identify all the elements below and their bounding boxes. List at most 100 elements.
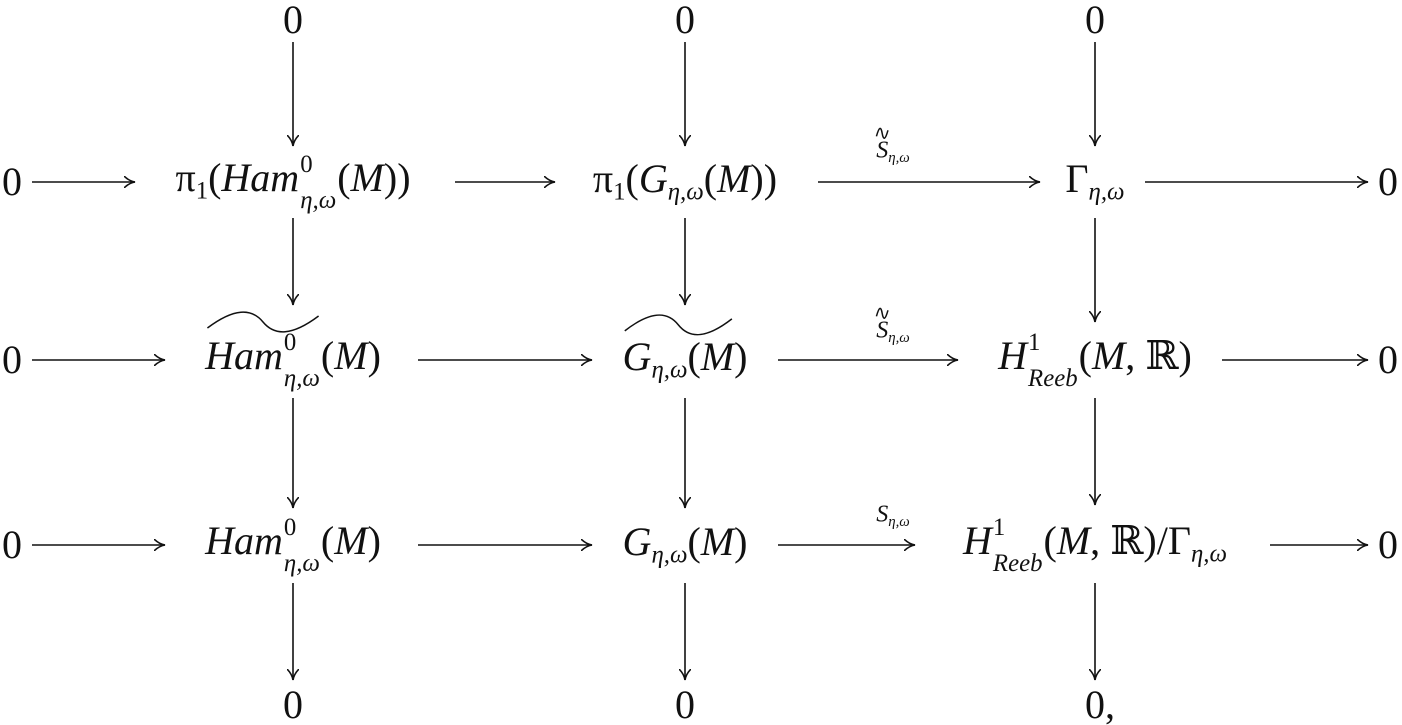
subscript: Reeb [1028, 365, 1078, 392]
subscript: η,ω [300, 187, 337, 214]
subscript: η,ω [888, 149, 910, 166]
math-text: ( [687, 518, 701, 564]
node-bottom-2: 0, [1085, 685, 1115, 725]
math-text: M [717, 155, 751, 201]
math-text: 0 [675, 682, 695, 725]
subscript: Reeb [992, 550, 1043, 577]
math-text: 0 [2, 337, 22, 382]
node-gamma: Γη,ω [1065, 155, 1125, 206]
math-text: 0 [1378, 159, 1398, 204]
math-text: ( [337, 155, 351, 201]
math-text: Ham [221, 155, 300, 201]
node-r3-left-zero: 0 [2, 525, 22, 565]
subscript: η,ω [667, 178, 704, 206]
math-text: )) [750, 155, 778, 201]
superscript: 0 [283, 328, 297, 356]
math-text: G [622, 333, 652, 379]
math-text: ) [734, 333, 748, 379]
arrow-label-s-r3: Sη,ω [876, 502, 910, 529]
subscript: η,ω [651, 356, 688, 384]
math-text: M [334, 333, 368, 379]
math-text: M [700, 333, 735, 379]
subscript: η,ω [1190, 540, 1227, 568]
math-text: ( [208, 155, 222, 201]
node-r2-left-zero: 0 [2, 340, 22, 380]
math-text: ( [320, 518, 335, 564]
subscript: η,ω [1088, 178, 1125, 206]
math-text: Ham [205, 518, 283, 564]
math-text: ) [367, 518, 381, 564]
subscript: η,ω [283, 550, 320, 577]
math-text: 0 [1378, 522, 1398, 567]
wide-tilde-accent [205, 312, 321, 332]
sup-sub-script: 0 η,ω [284, 329, 320, 391]
node-bottom-0: 0 [283, 685, 303, 725]
wide-tilde-group: S [876, 318, 888, 342]
subscript: η,ω [651, 541, 688, 569]
node-g-tilde: Gη,ω(M) [622, 333, 748, 384]
math-text: M [700, 518, 735, 564]
math-text: 0 [283, 682, 303, 725]
math-text: ( [703, 155, 718, 201]
math-text: S [876, 317, 889, 344]
math-text: 0 [1085, 0, 1105, 42]
subscript: η,ω [888, 329, 910, 346]
math-text: H [963, 518, 992, 564]
math-text: 0 [1378, 337, 1398, 382]
math-text: Ham [205, 333, 283, 379]
math-text: ( [625, 155, 639, 201]
math-text: S [876, 501, 889, 528]
math-text: 0, [1085, 682, 1115, 725]
wide-tilde-accent [876, 308, 888, 318]
math-text: H [998, 333, 1028, 379]
math-text: 0 [283, 0, 303, 42]
node-r1-right-zero: 0 [1378, 162, 1398, 202]
superscript: 1 [1028, 328, 1041, 356]
wide-tilde-group: S [876, 138, 888, 162]
math-text: ( [687, 333, 701, 379]
math-text: M [1056, 518, 1091, 564]
math-text: ( [1043, 518, 1057, 564]
node-pi1-g: π1(Gη,ω(M)) [592, 155, 778, 206]
superscript: 1 [992, 513, 1006, 541]
math-text: π [175, 155, 196, 201]
math-text: )) [383, 155, 411, 201]
math-text: , ℝ) [1125, 333, 1192, 379]
node-r1-left-zero: 0 [2, 162, 22, 202]
superscript: 0 [300, 150, 313, 178]
math-text: ( [1078, 333, 1092, 379]
math-text: M [334, 518, 368, 564]
node-top-1: 0 [675, 0, 695, 40]
subscript: η,ω [283, 365, 320, 392]
subscript: 1 [195, 177, 209, 205]
math-text: Γ [1065, 155, 1089, 201]
math-text: π [592, 155, 614, 201]
subscript: η,ω [888, 513, 910, 530]
math-text: 0 [2, 522, 22, 567]
math-text: 0 [2, 159, 22, 204]
math-text: S [876, 137, 889, 164]
subscript: 1 [613, 178, 626, 206]
superscript: 0 [283, 513, 297, 541]
math-text: ) [734, 518, 748, 564]
node-bottom-1: 0 [675, 685, 695, 725]
math-text: G [622, 518, 652, 564]
math-text: 0 [675, 0, 695, 42]
sup-sub-script: 0 η,ω [300, 151, 336, 213]
sup-sub-script: 0 η,ω [284, 514, 320, 576]
math-text: , ℝ)/Γ [1090, 518, 1191, 564]
node-r2-right-zero: 0 [1378, 340, 1398, 380]
math-text: M [350, 155, 384, 201]
math-text: M [1091, 333, 1126, 379]
